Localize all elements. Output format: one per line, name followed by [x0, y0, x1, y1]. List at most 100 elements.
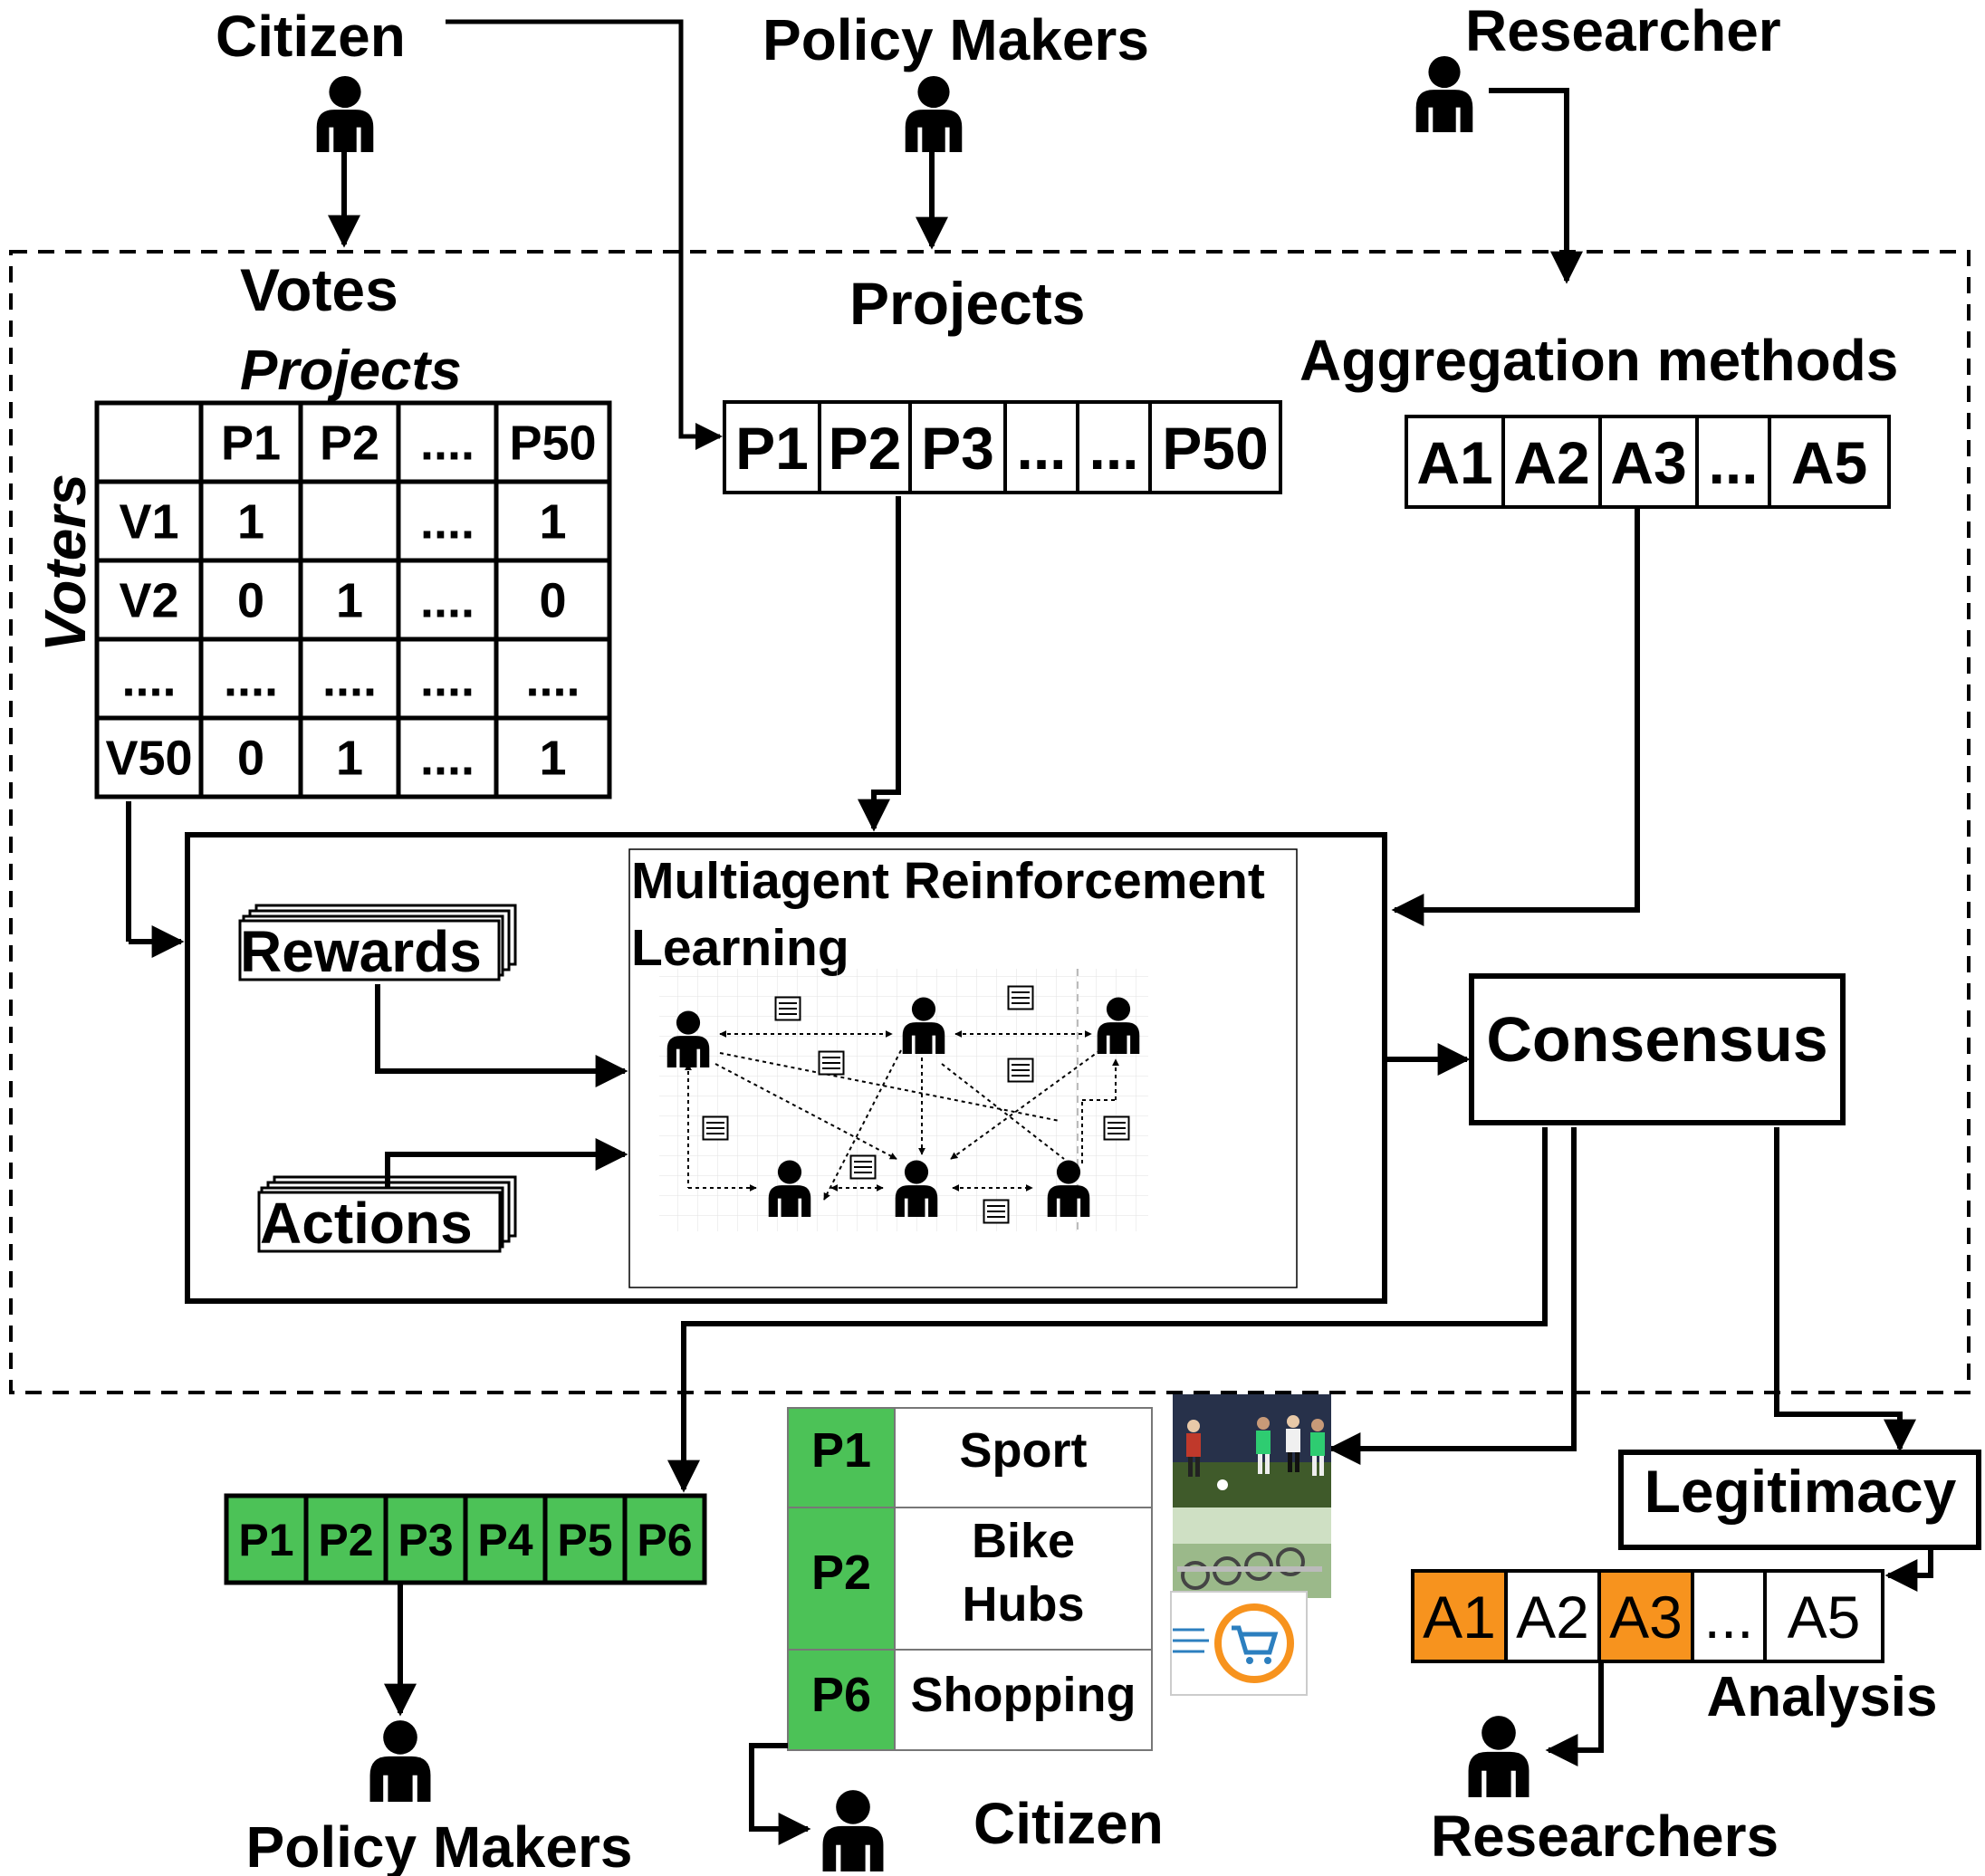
- votes-cell-value: 1: [336, 732, 363, 786]
- votes-cell-value: 1: [237, 495, 264, 550]
- votes-cell: [198, 715, 303, 799]
- top-policy-makers-label: Policy Makers: [762, 7, 1149, 72]
- actions-stack: Actions: [257, 1175, 517, 1256]
- votes-cell: [94, 558, 204, 642]
- consensus-label: Consensus: [1486, 1004, 1827, 1075]
- sport-photo: [1173, 1394, 1331, 1508]
- votes-cell-value: V50: [105, 732, 192, 786]
- shopping-cart-icon: [1170, 1591, 1308, 1696]
- votes-cell-value: ....: [322, 653, 377, 707]
- consensus-box: [1469, 973, 1846, 1125]
- system-boundary: [9, 250, 1971, 1394]
- message-icon: [1007, 1058, 1034, 1083]
- projects-title: Projects: [849, 270, 1085, 337]
- votes-cell-value: P50: [509, 416, 596, 471]
- strip-cell-label: A2: [1516, 1584, 1589, 1651]
- votes-cell-value: ....: [420, 416, 475, 471]
- person-icon: [1468, 1716, 1530, 1797]
- strip-cell-label: P6: [637, 1515, 692, 1565]
- legitimacy-to-analysis-arrow: [1884, 1550, 1933, 1592]
- catalog-row2-name-line1: Bike: [972, 1514, 1075, 1568]
- legitimacy-label: Legitimacy: [1645, 1458, 1957, 1525]
- person-icon: [905, 75, 963, 152]
- votes-cell-value: ....: [525, 653, 580, 707]
- strip-cell-label: A3: [1609, 1584, 1683, 1651]
- strip-cell-label: P3: [398, 1515, 453, 1565]
- message-icon: [702, 1115, 729, 1141]
- strip-cell-label: P2: [318, 1515, 373, 1565]
- votes-cell: [494, 400, 612, 484]
- votes-cell-value: 1: [336, 574, 363, 628]
- marl-title-line2: Learning: [631, 919, 849, 977]
- rewards-label: Rewards: [240, 919, 482, 984]
- catalog-row2-id: P2: [811, 1546, 871, 1600]
- strip-cell-label: P50: [1162, 415, 1268, 482]
- bottom-citizen-label: Citizen: [973, 1791, 1164, 1856]
- actions-label: Actions: [260, 1191, 473, 1256]
- researcher-to-aggregation-arrow: [1489, 88, 1583, 284]
- strip-cell-label: ...: [1708, 429, 1758, 496]
- marl-title-line1: Multiagent Reinforcement: [631, 852, 1265, 910]
- catalog-row1-name: Sport: [960, 1423, 1088, 1478]
- catalog-row2-name-line2: Hubs: [963, 1577, 1085, 1632]
- consensus-to-legitimacy-arrow: [1774, 1127, 1916, 1452]
- project-catalog: P1 Sport P2 Bike Hubs P6 Shopping: [787, 1407, 1153, 1751]
- votes-cell-value: 0: [237, 732, 264, 786]
- votes-cell-value: 1: [539, 495, 566, 550]
- strip-cell-label: P4: [477, 1515, 532, 1565]
- strip-cell: [383, 1493, 468, 1585]
- strip-cell-label: A3: [1610, 429, 1686, 496]
- strip-cell: [818, 400, 912, 494]
- top-researcher-label: Researcher: [1465, 0, 1781, 63]
- strip-cell-label: A1: [1416, 429, 1492, 496]
- votes-cell-value: ....: [420, 574, 475, 628]
- votes-cell-value: P1: [221, 416, 281, 471]
- message-icon: [849, 1154, 877, 1180]
- rewards-to-agents-arrow: [375, 984, 628, 1087]
- strip-cell: [1501, 415, 1602, 509]
- person-icon: [369, 1720, 431, 1802]
- votes-title: Votes: [240, 256, 398, 323]
- strip-cell: [1597, 1569, 1694, 1663]
- agent-network: [659, 969, 1148, 1231]
- strip-cell: [303, 1493, 388, 1585]
- strip-cell-label: A5: [1791, 429, 1867, 496]
- catalog-row1-id: P1: [811, 1423, 871, 1478]
- person-icon: [822, 1790, 884, 1871]
- legitimacy-box: [1618, 1450, 1981, 1550]
- votes-projects-label: Projects: [240, 340, 462, 402]
- votes-cell-value: 0: [539, 574, 566, 628]
- strip-cell: [1691, 1569, 1767, 1663]
- analysis-label: Analysis: [1706, 1666, 1937, 1728]
- strip-cell-label: P1: [735, 415, 809, 482]
- aggregation-to-marl-arrow: [1391, 507, 1640, 926]
- strip-cell: [542, 1493, 628, 1585]
- votes-cell-value: ....: [121, 653, 176, 707]
- citizen-to-projects-arrow: [446, 19, 723, 450]
- strip-cell: [622, 1493, 707, 1585]
- strip-cell-label: ...: [1016, 415, 1066, 482]
- message-icon: [774, 996, 801, 1021]
- votes-cell-value: V1: [119, 495, 178, 550]
- votes-cell: [94, 400, 204, 484]
- votes-cell: [396, 715, 499, 799]
- strip-cell: [1695, 415, 1771, 509]
- consensus-to-policymakers-arrow: [667, 1127, 1548, 1493]
- votes-cell: [94, 715, 204, 799]
- strip-cell: [463, 1493, 548, 1585]
- message-icon: [983, 1199, 1010, 1224]
- catalog-to-citizen-arrow: [749, 1743, 811, 1845]
- votes-cell-value: P2: [320, 416, 379, 471]
- strip-cell-label: P3: [921, 415, 994, 482]
- strip-cell: [1763, 1569, 1884, 1663]
- votes-voters-label: Voters: [33, 474, 98, 652]
- votes-cell: [198, 400, 303, 484]
- strip-cell-label: ...: [1703, 1584, 1753, 1651]
- analysis-to-researchers-arrow: [1545, 1661, 1604, 1766]
- votes-cell-value: ....: [420, 732, 475, 786]
- person-icon: [316, 75, 374, 152]
